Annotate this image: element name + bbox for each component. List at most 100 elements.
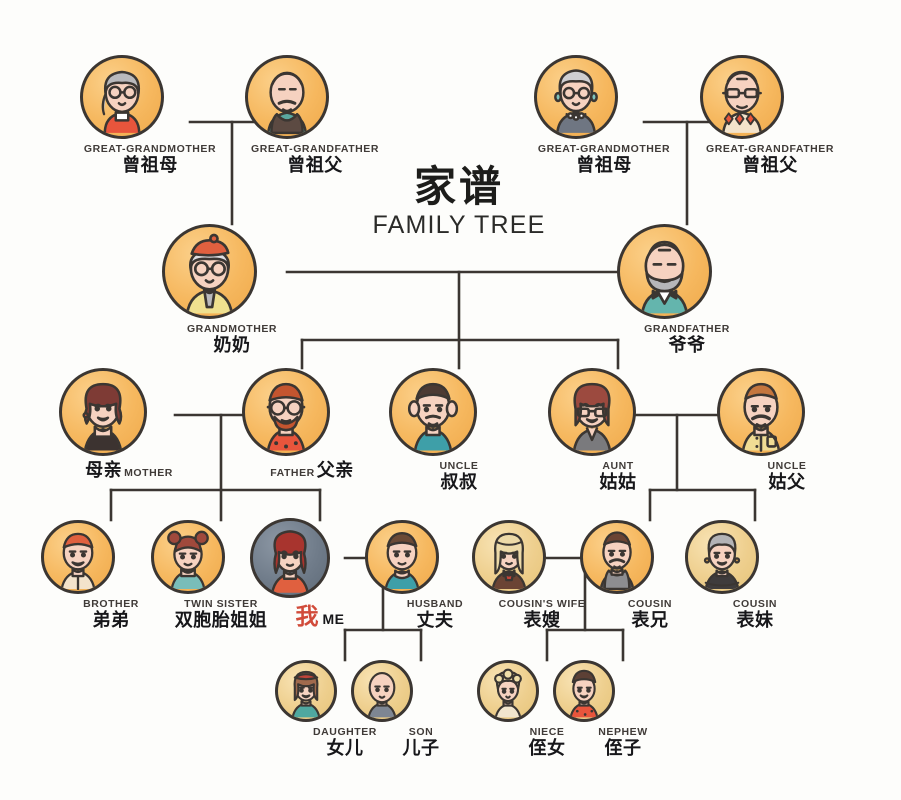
person-uncle-in-law[interactable]: UNCLE 姑父: [717, 368, 857, 493]
person-labels: COUSIN 表兄: [580, 598, 720, 631]
person-labels: NIECE 侄女: [477, 726, 617, 759]
person-aunt[interactable]: AUNT 姑姑: [548, 368, 688, 493]
label-cn: 爷爷: [668, 334, 706, 356]
mother-wavy-hair-avatar: [82, 382, 123, 452]
label-cn: 儿子: [402, 737, 440, 759]
elderly-woman-pearls-glasses-avatar: [554, 69, 598, 135]
person-cousins-wife[interactable]: COUSIN'S WIFE 表嫂: [472, 520, 612, 631]
son-bald-toddler-avatar: [367, 672, 397, 719]
elderly-man-glasses-patterned-sweater-avatar: [722, 70, 762, 135]
person-cousin-male[interactable]: COUSIN 表兄: [580, 520, 720, 631]
label-en: GREAT-GRANDMOTHER: [537, 143, 671, 155]
avatar: [685, 520, 825, 594]
label-cn: 姑姑: [599, 471, 637, 493]
label-en: GRANDMOTHER: [186, 323, 278, 335]
person-great-grandfather-maternal[interactable]: GREAT-GRANDFATHER 曾祖父: [245, 55, 385, 176]
person-labels: AUNT 姑姑: [548, 460, 688, 493]
label-cn: 父亲: [316, 460, 354, 481]
person-grandfather[interactable]: GRANDFATHER 爷爷: [617, 224, 757, 356]
person-great-grandfather-paternal[interactable]: GREAT-GRANDFATHER 曾祖父: [700, 55, 840, 176]
label-cn: 表嫂: [523, 609, 561, 631]
person-nephew[interactable]: NEPHEW 侄子: [553, 660, 693, 759]
me-curly-red-hair-avatar: [271, 530, 309, 595]
father-glasses-beard-avatar: [266, 382, 306, 452]
grandfather-beard-bowtie-avatar: [640, 240, 689, 315]
niece-curly-hair-avatar: [494, 668, 522, 719]
label-en: GRANDFATHER: [644, 323, 730, 335]
person-daughter[interactable]: DAUGHTER 女儿: [275, 660, 415, 759]
person-uncle-paternal[interactable]: UNCLE 叔叔: [389, 368, 529, 493]
person-brother[interactable]: BROTHER 弟弟: [41, 520, 181, 631]
label-cn: 母亲: [85, 460, 123, 481]
label-cn: 曾祖父: [287, 154, 343, 176]
avatar: [617, 224, 757, 319]
person-labels: BROTHER 弟弟: [41, 598, 181, 631]
avatar: [534, 55, 674, 139]
label-cn: 曾祖母: [576, 154, 632, 176]
person-labels: DAUGHTER 女儿: [275, 726, 415, 759]
avatar: [245, 55, 385, 139]
person-niece[interactable]: NIECE 侄女: [477, 660, 617, 759]
person-son[interactable]: SON 儿子: [351, 660, 491, 759]
page-title-cn: 家谱: [413, 162, 504, 211]
avatar: [242, 368, 382, 456]
cousins-wife-long-blonde-hair-avatar: [491, 532, 527, 591]
twin-sister-buns-avatar: [167, 530, 209, 591]
avatar: [580, 520, 720, 594]
label-en: FATHER: [270, 467, 315, 479]
avatar: [389, 368, 529, 456]
label-en: COUSIN'S WIFE: [498, 598, 586, 610]
person-labels: SON 儿子: [351, 726, 491, 759]
label-en: COUSIN: [732, 598, 778, 610]
label-en: GREAT-GRANDFATHER: [251, 143, 379, 155]
label-cn: 侄子: [604, 737, 642, 759]
label-cn: 曾祖父: [742, 154, 798, 176]
label-cn: 奶奶: [213, 334, 251, 356]
page-title: 家谱 FAMILY TREE: [329, 162, 589, 240]
person-labels: GRANDMOTHER 奶奶: [162, 323, 302, 356]
daughter-red-headband-avatar: [291, 670, 321, 719]
person-twin-sister[interactable]: TWIN SISTER 双胞胎姐姐: [151, 520, 291, 631]
avatar: [80, 55, 220, 139]
uncle-mustache-yellow-shirt-avatar: [741, 382, 781, 452]
person-labels: HUSBAND 丈夫: [365, 598, 505, 631]
person-labels: NEPHEW 侄子: [553, 726, 693, 759]
label-en: NIECE: [529, 726, 565, 738]
page-title-en: FAMILY TREE: [372, 211, 546, 240]
uncle-teal-shirt-avatar: [407, 382, 459, 452]
aunt-glasses-bob-avatar: [572, 382, 612, 452]
label-en: BROTHER: [83, 598, 139, 610]
label-en: GREAT-GRANDMOTHER: [83, 143, 217, 155]
avatar: [250, 518, 390, 598]
person-great-grandmother-maternal[interactable]: GREAT-GRANDMOTHER 曾祖母: [80, 55, 220, 176]
person-labels: GREAT-GRANDMOTHER 曾祖母: [534, 143, 674, 176]
avatar: [275, 660, 415, 722]
label-cn: 弟弟: [92, 609, 130, 631]
label-en: GREAT-GRANDFATHER: [706, 143, 834, 155]
label-en: DAUGHTER: [313, 726, 377, 738]
avatar: [365, 520, 505, 594]
label-en: TWIN SISTER: [184, 598, 258, 610]
person-grandmother[interactable]: GRANDMOTHER 奶奶: [162, 224, 302, 356]
label-en: UNCLE: [439, 460, 479, 472]
label-cn: 表妹: [736, 609, 774, 631]
label-en: MOTHER: [124, 467, 173, 479]
person-great-grandmother-paternal[interactable]: GREAT-GRANDMOTHER 曾祖母: [534, 55, 674, 176]
avatar: [472, 520, 612, 594]
label-en: SON: [408, 726, 434, 738]
avatar: [717, 368, 857, 456]
person-husband[interactable]: HUSBAND 丈夫: [365, 520, 505, 631]
grandmother-beret-glasses-avatar: [185, 233, 234, 315]
avatar: [351, 660, 491, 722]
person-labels: COUSIN 表妹: [685, 598, 825, 631]
husband-teal-sweater-avatar: [384, 532, 420, 591]
person-labels: GREAT-GRANDMOTHER 曾祖母: [80, 143, 220, 176]
person-cousin-female[interactable]: COUSIN 表妹: [685, 520, 825, 631]
label-en: UNCLE: [767, 460, 807, 472]
